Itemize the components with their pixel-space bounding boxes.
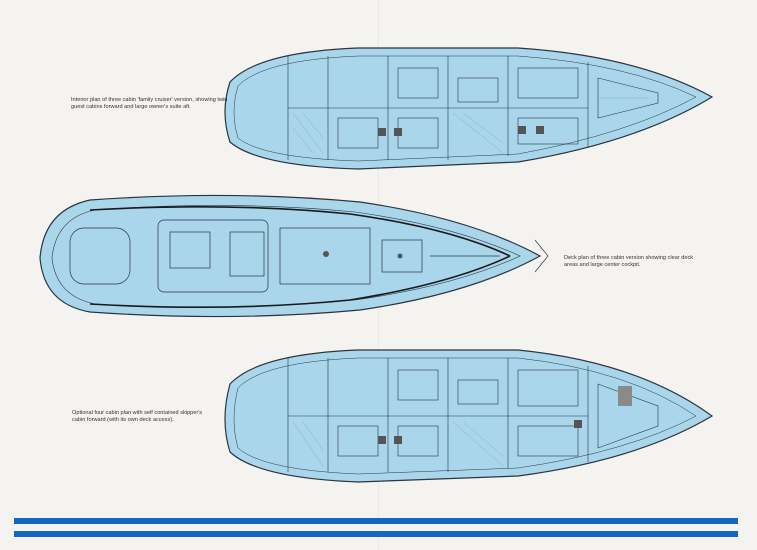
caption-deck-plan: Deck plan of three cabin version showing… bbox=[564, 255, 694, 268]
caption-interior-three-cabin: Interior plan of three cabin 'family cru… bbox=[71, 97, 228, 110]
interior-plan-three-cabin bbox=[224, 47, 714, 170]
deck-plan-three-cabin bbox=[39, 194, 549, 318]
accent-stripe-bottom bbox=[14, 531, 738, 537]
interior-plan-four-cabin bbox=[224, 349, 714, 483]
caption-four-cabin: Optional four cabin plan with self conta… bbox=[72, 410, 203, 423]
accent-stripe-top bbox=[14, 518, 738, 524]
